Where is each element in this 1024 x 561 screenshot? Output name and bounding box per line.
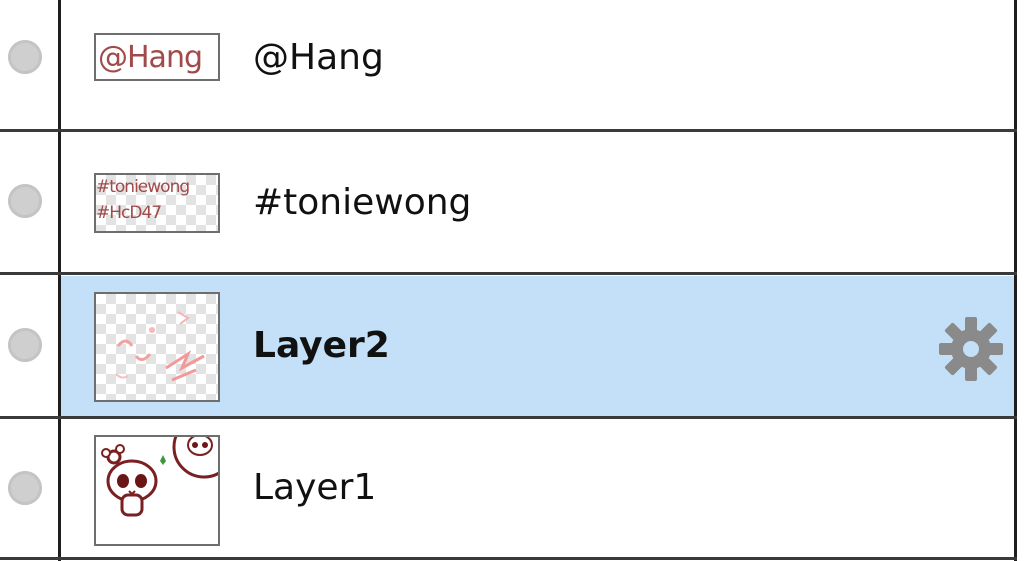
visibility-toggle-icon[interactable]: [8, 184, 42, 218]
layer-row[interactable]: @Hang @Hang: [61, 0, 1014, 130]
layer-row[interactable]: #toniewong #HcD47 #toniewong: [61, 133, 1014, 273]
visibility-gutter: [0, 0, 61, 561]
layer-list: @Hang @Hang #toniewong #HcD47 #toniewong: [61, 0, 1017, 561]
gear-icon[interactable]: [936, 314, 1006, 384]
layer-name: #toniewong: [253, 182, 472, 223]
layer-thumbnail: [94, 292, 220, 402]
thumbnail-text: @Hang: [98, 40, 203, 75]
row-divider: [0, 416, 1017, 419]
layer-thumbnail: @Hang: [94, 33, 220, 81]
visibility-toggle-icon[interactable]: [8, 328, 42, 362]
layer-name: Layer1: [253, 467, 377, 508]
thumbnail-text: #HcD47: [96, 203, 162, 223]
row-divider: [0, 272, 1017, 275]
layer-thumbnail: #toniewong #HcD47: [94, 173, 220, 233]
visibility-toggle-icon[interactable]: [8, 40, 42, 74]
row-divider: [0, 557, 1017, 560]
layer-row-selected[interactable]: Layer2: [61, 276, 1014, 417]
layer-name: @Hang: [253, 37, 384, 78]
sketch-strokes: [115, 311, 205, 382]
row-divider: [0, 129, 1017, 132]
skull-doodle: [101, 437, 218, 517]
layer-name: Layer2: [253, 325, 390, 366]
thumbnail-text: #toniewong: [96, 177, 190, 197]
visibility-toggle-icon[interactable]: [8, 471, 42, 505]
layer-thumbnail: [94, 435, 220, 546]
layer-row[interactable]: Layer1: [61, 420, 1014, 558]
